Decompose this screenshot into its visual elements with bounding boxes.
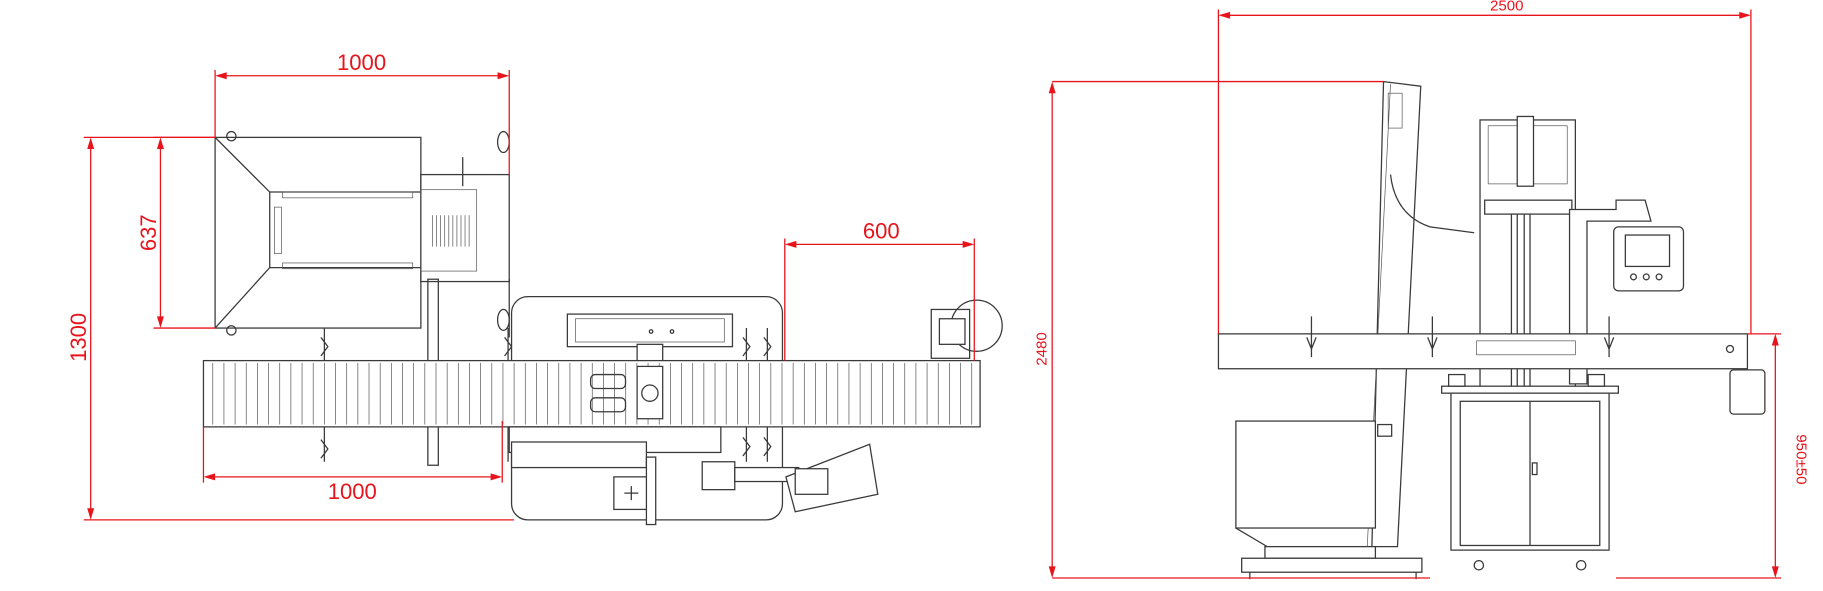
dimension-conveyor-height: 950±50 (1616, 333, 1809, 579)
conveyor-top (202, 359, 981, 428)
elevator-frame-top (420, 130, 510, 466)
conveyor-motor-top (930, 299, 1003, 359)
top-view: 1000 637 1300 1000 600 (66, 50, 1003, 526)
dimension-overall-length: 2500 (1217, 0, 1752, 334)
dimension-label: 2500 (1490, 0, 1524, 15)
guide-brackets (320, 328, 772, 462)
side-view: 2500 2480 950±50 (1033, 0, 1809, 580)
lower-mechanism-top (508, 426, 879, 526)
dimension-label: 1000 (328, 479, 377, 504)
dimension-overall-depth: 1300 (66, 136, 514, 521)
dimension-label: 950±50 (1792, 434, 1809, 484)
cap-hopper-top (214, 130, 422, 336)
cap-hopper-side (1235, 420, 1423, 580)
dimension-infeed-length: 1000 (202, 421, 503, 504)
dimension-overall-height: 2480 (1033, 80, 1431, 579)
dimension-label: 600 (863, 219, 900, 244)
dimension-label: 1000 (337, 50, 386, 75)
conveyor-motor-side (1729, 369, 1766, 415)
conveyor-side (1217, 316, 1749, 370)
dimension-hopper-width: 1000 (214, 50, 510, 175)
dimension-label: 1300 (66, 313, 91, 362)
dimension-outfeed-length: 600 (784, 219, 975, 361)
electrical-cabinet (1441, 373, 1620, 571)
dimension-label: 2480 (1033, 332, 1050, 366)
dimension-hopper-depth: 637 (136, 136, 216, 329)
touch-screen-hmi (1613, 226, 1685, 292)
elevator-column-side (1366, 80, 1475, 548)
dimension-label: 637 (136, 214, 161, 251)
